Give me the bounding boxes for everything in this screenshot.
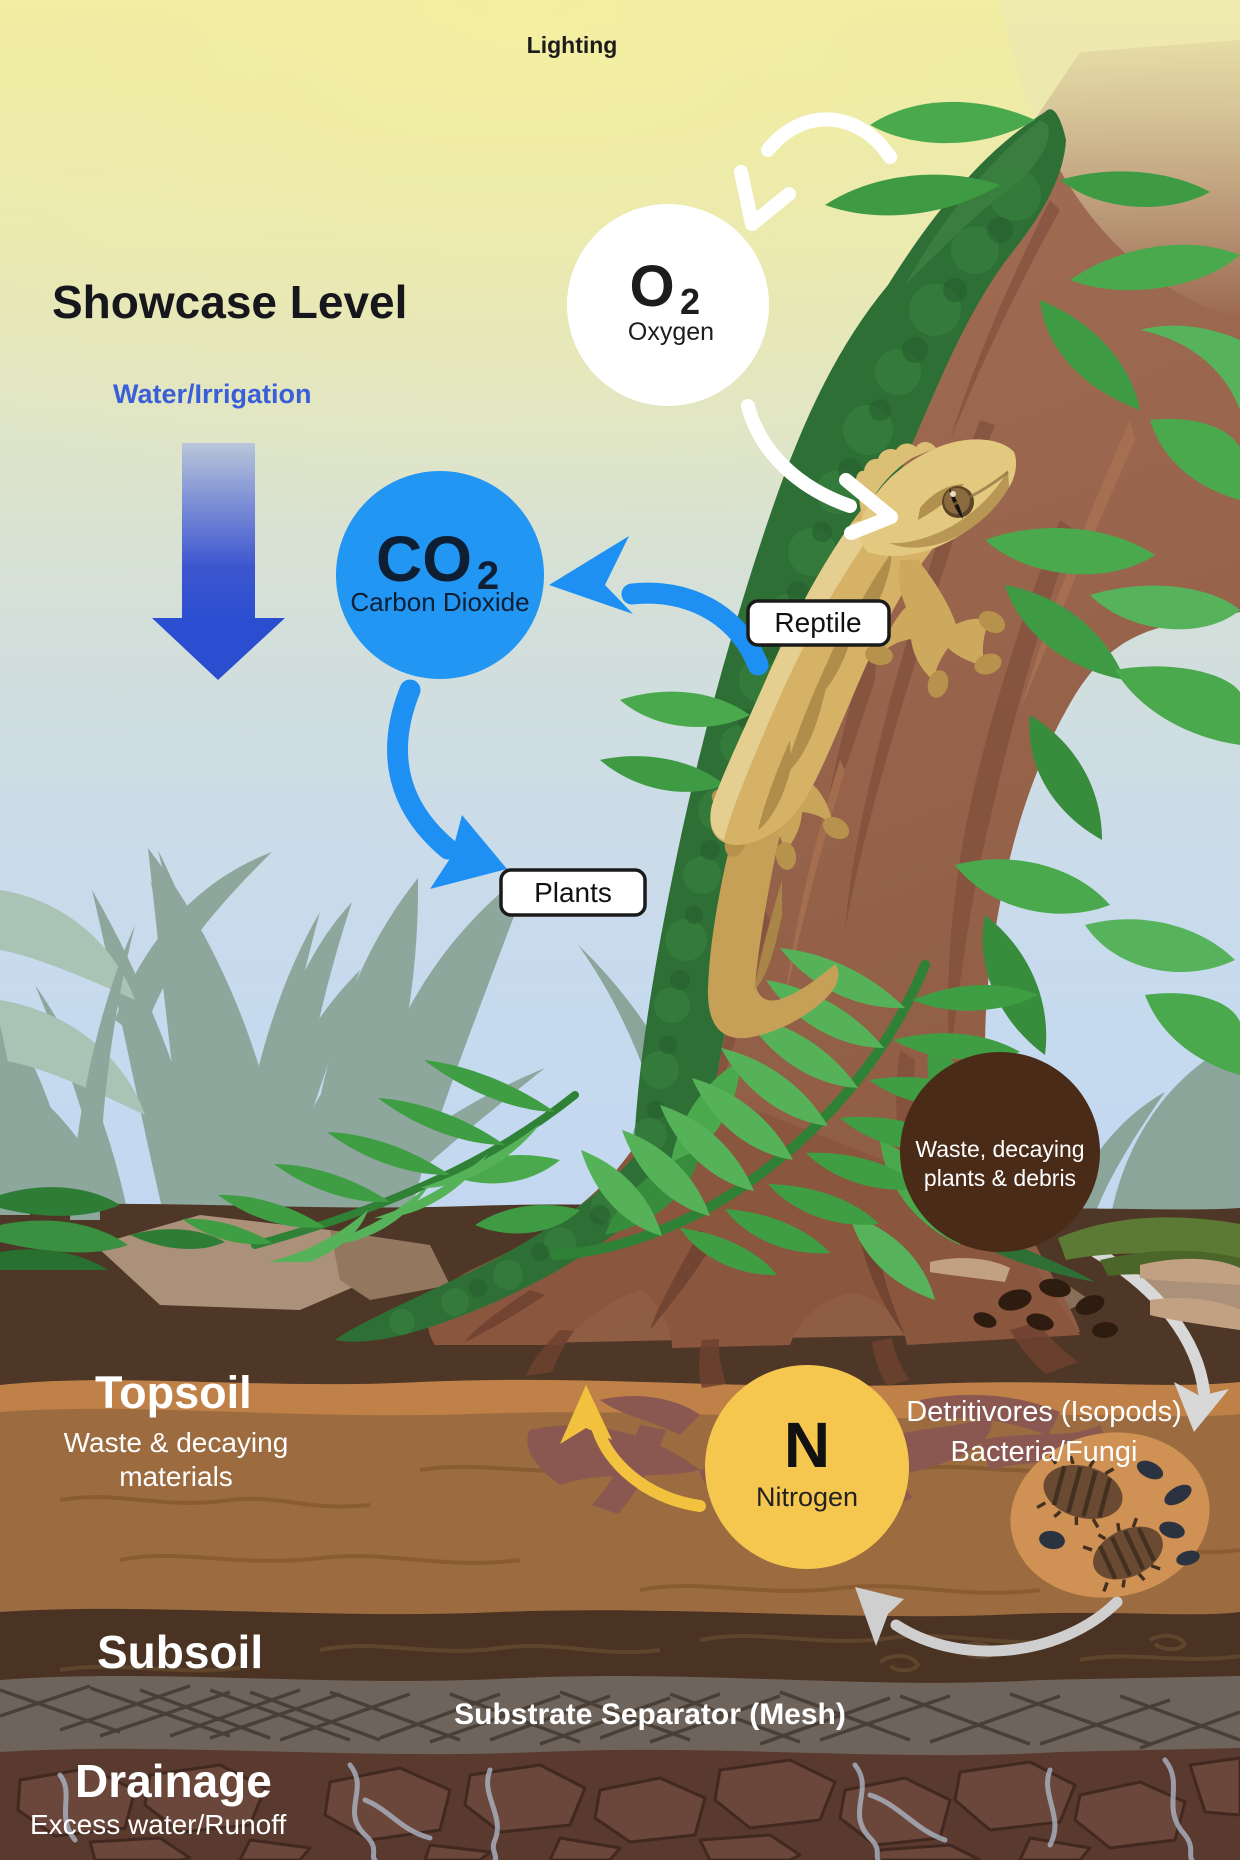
svg-text:Drainage: Drainage xyxy=(75,1755,272,1807)
svg-text:Topsoil: Topsoil xyxy=(95,1367,252,1418)
svg-text:Excess water/Runoff: Excess water/Runoff xyxy=(30,1809,286,1840)
svg-text:Waste & decaying: Waste & decaying xyxy=(64,1427,289,1458)
svg-text:Nitrogen: Nitrogen xyxy=(756,1482,858,1512)
svg-text:Showcase Level: Showcase Level xyxy=(52,276,407,328)
svg-text:Bacteria/Fungi: Bacteria/Fungi xyxy=(951,1436,1138,1468)
svg-text:Lighting: Lighting xyxy=(527,32,618,58)
svg-text:Detritivores (Isopods): Detritivores (Isopods) xyxy=(906,1396,1182,1428)
svg-text:plants & debris: plants & debris xyxy=(924,1165,1076,1191)
svg-text:Substrate Separator (Mesh): Substrate Separator (Mesh) xyxy=(454,1698,846,1731)
svg-text:Carbon Dioxide: Carbon Dioxide xyxy=(350,587,529,617)
svg-text:O: O xyxy=(629,254,674,319)
svg-text:Plants: Plants xyxy=(534,877,612,908)
svg-text:Reptile: Reptile xyxy=(774,607,861,638)
svg-text:2: 2 xyxy=(477,554,499,598)
svg-text:2: 2 xyxy=(680,281,700,322)
svg-text:materials: materials xyxy=(119,1461,233,1492)
svg-text:Subsoil: Subsoil xyxy=(97,1626,263,1678)
svg-text:Waste, decaying: Waste, decaying xyxy=(915,1136,1084,1162)
svg-text:N: N xyxy=(784,1409,830,1481)
svg-text:CO: CO xyxy=(376,523,472,595)
svg-text:Oxygen: Oxygen xyxy=(628,318,714,346)
svg-text:Water/Irrigation: Water/Irrigation xyxy=(113,379,312,409)
